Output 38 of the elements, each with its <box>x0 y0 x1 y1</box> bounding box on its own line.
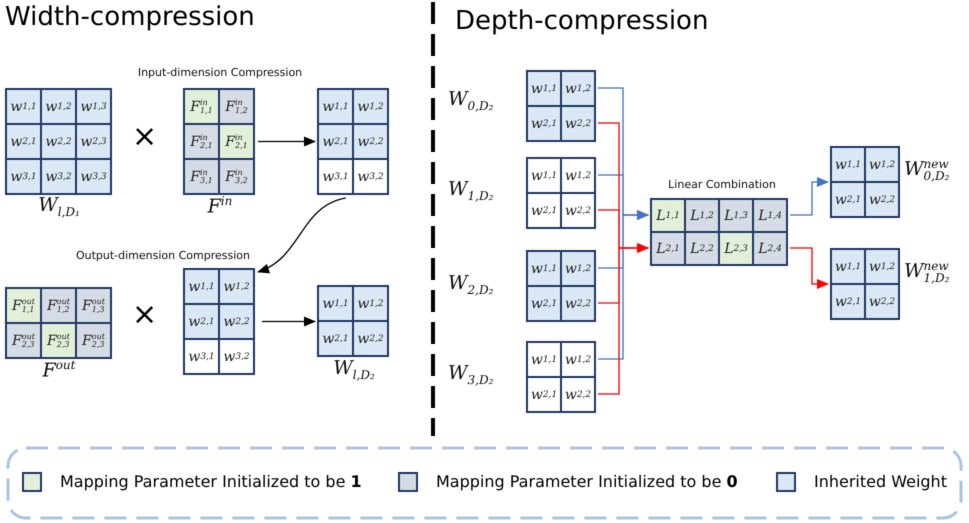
arrow <box>598 243 649 395</box>
matrix <box>183 88 255 195</box>
matrix-label: W$_{0,D₂}$ <box>448 88 494 113</box>
arrow <box>262 316 316 326</box>
legend-text: Inherited Weight <box>814 472 947 491</box>
arrow <box>258 136 316 146</box>
arrow <box>257 197 346 273</box>
matrix-label: W$_{2,D₂}$ <box>448 272 494 297</box>
matrix-label: F$^{out}$ <box>41 358 76 382</box>
legend-text: Mapping Parameter Initialized to be 0 <box>436 472 738 491</box>
matrix-label: W$_{1,D₂}$ <box>448 178 494 203</box>
matrix-label: F$^{in}$ <box>206 194 234 218</box>
arrow <box>790 247 829 289</box>
matrix <box>317 88 389 195</box>
matrix <box>5 88 112 195</box>
heading: Depth-compression <box>455 8 708 34</box>
caption-text: Input-dimension Compression <box>136 66 304 79</box>
matrix <box>830 248 900 320</box>
matrix <box>650 198 788 266</box>
matrix <box>526 157 596 229</box>
matrix <box>830 146 900 218</box>
caption-text: Output-dimension Compression <box>74 249 250 262</box>
matrix-label: W$_{l,D₂}$ <box>332 357 376 382</box>
caption-text: Linear Combination <box>667 178 777 191</box>
matrix <box>317 285 389 357</box>
matrix <box>5 287 112 359</box>
multiply-sign: × <box>132 122 158 152</box>
multiply-sign: × <box>132 300 158 330</box>
matrix <box>526 250 596 322</box>
arrow <box>598 210 649 360</box>
matrix <box>183 268 255 375</box>
legend-text: Mapping Parameter Initialized to be 1 <box>60 472 362 491</box>
matrix <box>526 341 596 413</box>
matrix-label: W$_{l,D₁}$ <box>37 194 81 219</box>
heading: Width-compression <box>5 4 255 30</box>
matrix <box>526 70 596 142</box>
matrix-label: W$_{3,D₂}$ <box>448 362 494 387</box>
arrow <box>790 177 829 216</box>
